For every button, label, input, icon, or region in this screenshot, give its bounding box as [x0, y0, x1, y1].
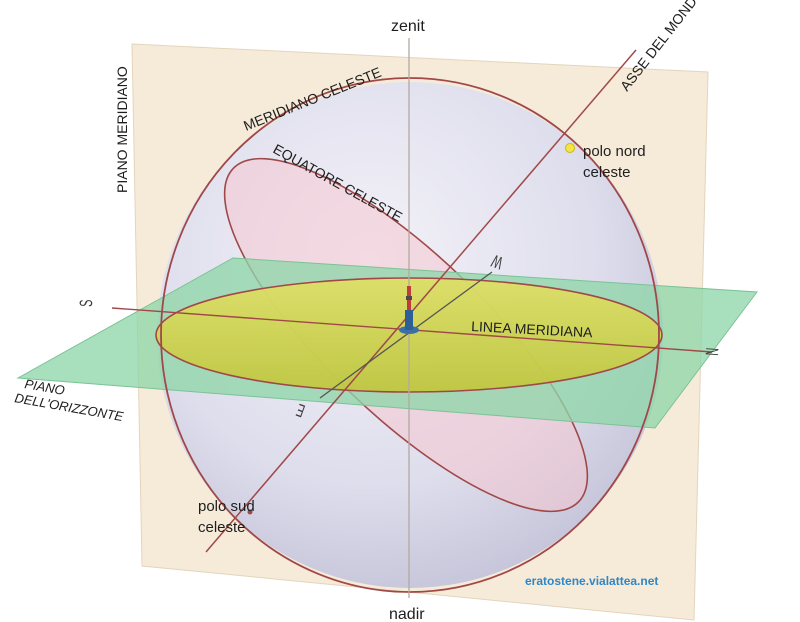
horizon-plane-label-line2: DELL'ORIZZONTE: [13, 390, 124, 424]
meridian-plane-label: PIANO MERIDIANO: [114, 66, 130, 193]
world-axis: [205, 49, 637, 553]
observer-gnomon: [399, 286, 419, 334]
nadir-label: nadir: [389, 606, 425, 622]
north-pole-marker: [565, 143, 575, 153]
south-pole-marker: [247, 509, 253, 515]
celestial-meridian: [160, 77, 660, 593]
meridian-line-label: LINEA MERIDIANA: [471, 318, 594, 340]
north-pole-label-line2: celeste: [583, 164, 631, 181]
zenith-label: zenit: [391, 18, 425, 35]
north-direction-label: N: [703, 347, 723, 356]
horizon-plane-label-line1: PIANO: [23, 376, 65, 398]
south-direction-label: S: [77, 299, 97, 307]
south-pole-label-line1: polo sud: [198, 498, 255, 515]
credit-label: eratostene.vialattea.net: [525, 574, 658, 588]
north-pole-label-line1: polo nord: [583, 143, 646, 160]
east-west-line: [319, 271, 493, 399]
south-pole-label-line2: celeste: [198, 519, 246, 536]
